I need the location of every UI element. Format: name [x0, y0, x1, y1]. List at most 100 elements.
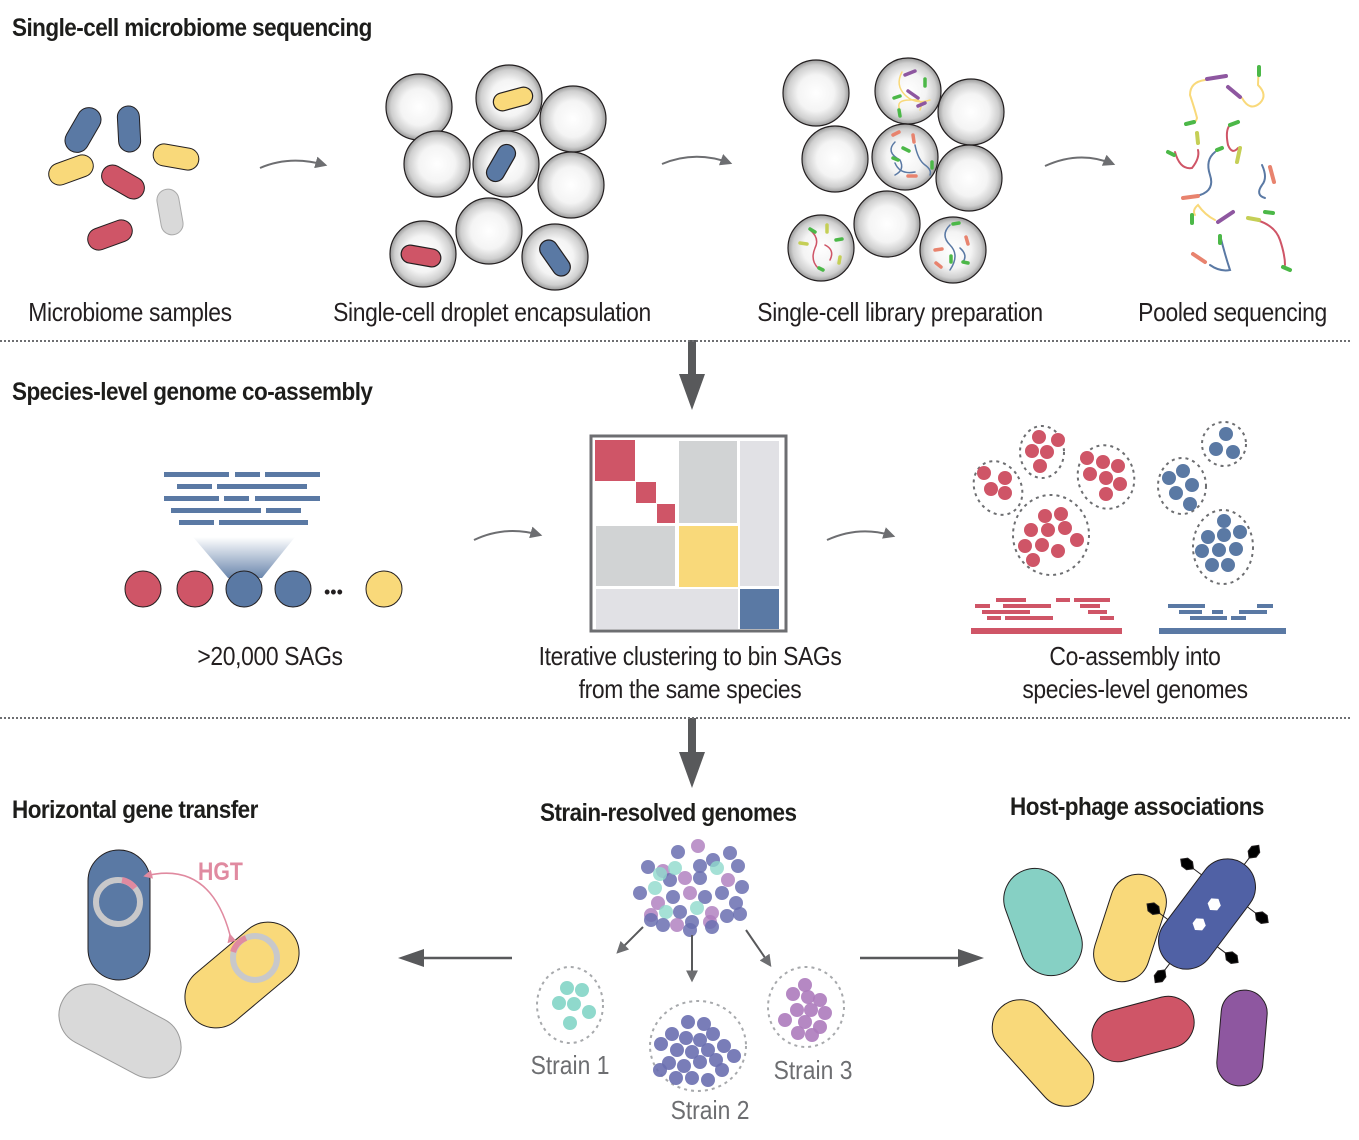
bacterium-blue: [64, 107, 102, 153]
sag-dot: [683, 886, 697, 900]
step-label-library-preparation: Single-cell library preparation: [757, 297, 1043, 327]
cluster-block-yellow: [679, 526, 738, 587]
step-label-sags: >20,000 SAGs: [197, 641, 343, 671]
assembled-reads-red: [971, 598, 1122, 634]
hgt-group: [58, 849, 300, 1079]
sag-dot: [552, 996, 566, 1010]
sag-dot: [813, 993, 827, 1007]
sag-dot: [706, 1027, 720, 1041]
step-label-coassembly-line1: Co-assembly into: [1049, 641, 1221, 671]
dna-fragment: [809, 229, 819, 269]
sag-dot: [729, 896, 743, 910]
sag-dot: [653, 1063, 667, 1077]
section-title-sequencing: Single-cell microbiome sequencing: [12, 14, 372, 42]
plasmid-segment: [121, 877, 138, 891]
section-title-phage: Host-phage associations: [1010, 793, 1264, 821]
dna-fragment: [914, 144, 932, 176]
droplet: [935, 144, 1003, 212]
sag-dot: [677, 1059, 691, 1073]
droplet: [782, 59, 850, 127]
clustering-matrix: [589, 434, 788, 633]
hgt-arrow-icon: [143, 869, 237, 944]
sag-dot: [818, 1006, 832, 1020]
sag-dot: [648, 881, 662, 895]
sag-dot: [669, 1071, 683, 1085]
sag-dot: [641, 860, 655, 874]
strain-label-1: Strain 1: [530, 1050, 610, 1080]
dna-fragment: [944, 224, 956, 271]
sag-dot: [727, 1049, 741, 1063]
pooled-sequencing-group: [1166, 65, 1292, 272]
sag-dot: [791, 1026, 805, 1040]
cluster-block-blue: [740, 589, 779, 629]
plasmid-ring: [93, 877, 143, 927]
dna-fragment: [894, 162, 916, 174]
sag-dot: [670, 1043, 684, 1057]
sag-dot: [705, 920, 719, 934]
sag-dots-red: [977, 430, 1127, 567]
section-title-strains: Strain-resolved genomes: [540, 799, 797, 827]
strain-mixture-group: [633, 839, 749, 937]
sag-dot: [805, 1028, 819, 1042]
droplet: [937, 78, 1005, 146]
sag-dot: [567, 997, 581, 1011]
strain-clusters: [536, 966, 845, 1092]
sag-dot: [698, 890, 712, 904]
sag-dots-blue: [1162, 427, 1247, 572]
bacterium-yellow: [152, 143, 200, 171]
bacterium-gray: [156, 188, 184, 236]
bacterium-red: [400, 244, 442, 268]
bacterium-blue: [116, 105, 142, 153]
sag-dot: [560, 981, 574, 995]
sag-dot: [671, 845, 685, 859]
bacterium-purple: [1216, 989, 1268, 1087]
cluster-block-gray: [679, 441, 737, 523]
sag-dot: [679, 1031, 693, 1045]
cluster-block-light: [596, 589, 738, 629]
down-arrow-icon: [679, 718, 705, 788]
sag-dot: [720, 909, 734, 923]
strain-label-2: Strain 2: [670, 1095, 750, 1125]
cluster-block-red: [636, 482, 656, 503]
flow-arrow-icon: [1044, 154, 1116, 167]
cluster-block-red: [595, 440, 635, 481]
flow-arrow-icon: [826, 527, 896, 541]
sag-dot: [731, 859, 745, 873]
sag-dot: [693, 871, 707, 885]
droplet: [853, 190, 921, 258]
bacterium-teal: [1003, 867, 1083, 977]
droplet: [537, 151, 605, 219]
sag-dot: [666, 890, 680, 904]
dna-fragment: [898, 71, 931, 103]
sag-reads-group: [164, 472, 320, 578]
sag-dot: [633, 886, 647, 900]
sag-dot: [693, 1033, 707, 1047]
plasmid-segment: [230, 935, 248, 954]
bacterium-blue: [485, 143, 517, 183]
sag-dot: [710, 861, 724, 875]
droplet: [539, 85, 607, 153]
strain-label-3: Strain 3: [773, 1055, 853, 1085]
bacterium-yellow: [991, 999, 1095, 1107]
plasmid-ring: [230, 933, 280, 983]
strain-mixture-dots: [633, 839, 749, 937]
sag-dot: [668, 861, 682, 875]
droplet: [403, 130, 471, 198]
dna-fragment: [890, 141, 903, 176]
sag-dot: [801, 990, 815, 1004]
left-arrow-icon: [398, 949, 512, 967]
sag-dot: [723, 846, 737, 860]
sag-dot: [691, 839, 705, 853]
sag-dot: [693, 859, 707, 873]
bacterium-red: [101, 164, 145, 200]
cluster-block-light: [740, 441, 779, 586]
sag-dot: [685, 1071, 699, 1085]
flow-arrow-icon: [661, 154, 733, 166]
hgt-label: HGT: [198, 858, 243, 886]
droplet: [871, 123, 939, 191]
step-label-microbiome-samples: Microbiome samples: [28, 297, 232, 327]
sag-dot: [670, 918, 684, 932]
sag-dot: [778, 1013, 792, 1027]
flow-arrow-icon: [473, 526, 543, 541]
infected-bacterium: [1146, 844, 1269, 984]
